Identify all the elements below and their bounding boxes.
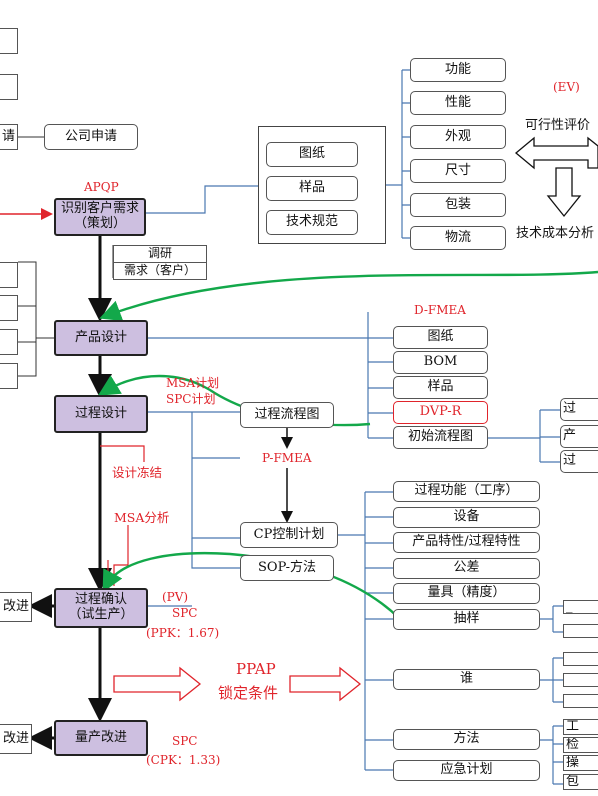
- left-stub-2: [0, 74, 18, 100]
- ev-arrows: [514, 136, 598, 218]
- pfmea-label: P-FMEA: [262, 451, 312, 465]
- method-stub: 操: [563, 755, 598, 771]
- improve-stub-1: 改进: [0, 592, 32, 622]
- feature-box: 包装: [410, 193, 506, 217]
- lock-conditions-label: 锁定条件: [218, 684, 279, 702]
- main-flow: [28, 236, 112, 750]
- cp-item: 公差: [393, 558, 540, 579]
- left-stub-5: [0, 329, 18, 355]
- cp-item: 量具（精度）: [393, 583, 540, 604]
- cp-item: 抽样: [393, 609, 540, 630]
- input-sample-box: 样品: [266, 176, 358, 201]
- cost-analysis-label: 技术成本分析: [516, 226, 595, 241]
- left-stub-1: [0, 28, 18, 54]
- cpk-label: (CPK：1.33): [146, 753, 221, 767]
- who-stub: [563, 652, 598, 666]
- ppk-label: (PPK：1.67): [146, 626, 220, 640]
- company-apply-box: 公司申请: [44, 124, 138, 150]
- cp-item: 方法: [393, 729, 540, 750]
- spc-plan-label: SPC计划: [166, 392, 216, 406]
- dfmea-label: D-FMEA: [414, 303, 466, 317]
- who-stub: [563, 694, 598, 708]
- mass-improve-box: 量产改进: [54, 720, 148, 756]
- method-stub: 包: [563, 774, 598, 790]
- improve-stub-2: 改进: [0, 724, 32, 754]
- cp-box: CP控制计划: [240, 522, 338, 548]
- demand-box: 需求（客户）: [113, 262, 207, 280]
- cp-item: 设备: [393, 507, 540, 528]
- right-stub: 产: [560, 425, 598, 448]
- method-stub: 工: [563, 719, 598, 735]
- sampling-stub: _: [563, 600, 598, 614]
- spc-label-1: SPC: [172, 606, 198, 620]
- identify-needs-box: 识别客户需求（策划）: [54, 198, 146, 236]
- pv-label: (PV): [162, 590, 189, 604]
- cp-item: 过程功能（工序）: [393, 481, 540, 502]
- left-stub-3: [0, 262, 18, 288]
- input-tech-spec-box: 技术规范: [266, 210, 358, 235]
- ppap-arrows: [113, 666, 362, 702]
- sampling-stub: [563, 624, 598, 638]
- cp-item: 应急计划: [393, 760, 540, 781]
- ev-label: (EV): [553, 80, 580, 94]
- apqp-label: APQP: [84, 180, 119, 194]
- left-stub-6: [0, 363, 18, 389]
- dfmea-item: 初始流程图: [393, 426, 488, 449]
- process-design-box: 过程设计: [54, 395, 148, 433]
- method-stub: 检: [563, 737, 598, 753]
- blue-links: [146, 69, 563, 785]
- left-connectors: [18, 136, 54, 377]
- cp-item: 谁: [393, 669, 540, 690]
- feature-box: 物流: [410, 226, 506, 250]
- design-freeze-label: 设计冻结: [112, 465, 163, 480]
- feature-box: 性能: [410, 91, 506, 115]
- ppap-label: PPAP: [236, 660, 276, 678]
- feature-box: 功能: [410, 58, 506, 82]
- input-drawing-box: 图纸: [266, 142, 358, 167]
- flowchart-box: 过程流程图: [240, 402, 334, 428]
- process-confirm-box: 过程确认（试生产）: [54, 588, 148, 628]
- dfmea-item: BOM: [393, 351, 488, 374]
- left-stub-apply: 请: [0, 124, 18, 150]
- feature-box: 外观: [410, 125, 506, 149]
- feasibility-label: 可行性评价: [525, 118, 591, 133]
- right-stub: 过: [560, 398, 598, 421]
- msa-plan-label: MSA计划: [166, 376, 220, 390]
- dfmea-item: 样品: [393, 376, 488, 399]
- inputs-group: [258, 126, 386, 244]
- feature-box: 尺寸: [410, 159, 506, 183]
- sop-box: SOP-方法: [240, 555, 334, 581]
- product-design-box: 产品设计: [54, 320, 148, 356]
- dfmea-item: 图纸: [393, 326, 488, 349]
- left-stub-4: [0, 295, 18, 321]
- who-stub: [563, 673, 598, 687]
- cp-item: 产品特性/过程特性: [393, 532, 540, 553]
- right-stub: 过: [560, 450, 598, 473]
- spc-label-2: SPC: [172, 734, 198, 748]
- research-box: 调研: [113, 245, 207, 263]
- msa-analysis-label: MSA分析: [114, 510, 170, 525]
- dfmea-item-dvpr: DVP-R: [393, 401, 488, 424]
